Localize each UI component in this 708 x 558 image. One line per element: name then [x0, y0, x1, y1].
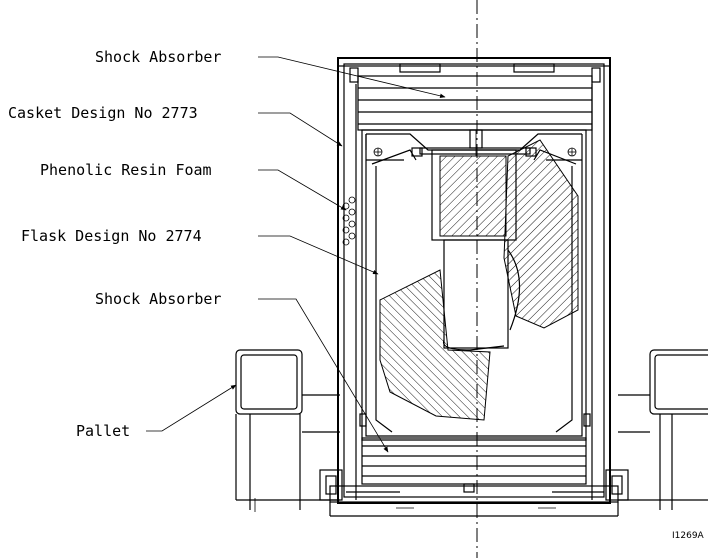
leader-lines: [146, 56, 446, 453]
label-shock-absorber-bottom: Shock Absorber: [95, 290, 221, 308]
pallet-right: [618, 349, 708, 510]
phenolic-foam: [342, 196, 356, 246]
casket-body: [337, 57, 611, 504]
label-shock-absorber-top: Shock Absorber: [95, 48, 221, 66]
label-phenolic-resin-foam: Phenolic Resin Foam: [40, 161, 212, 179]
label-flask-design: Flask Design No 2774: [21, 227, 202, 245]
label-casket-design: Casket Design No 2773: [8, 104, 198, 122]
inner-container: [379, 129, 579, 421]
label-pallet: Pallet: [76, 422, 130, 440]
drawing-number: I1269A: [672, 531, 705, 541]
shock-absorber-bottom: [361, 437, 587, 485]
casket-base: [319, 469, 629, 517]
shock-absorber-top: [357, 75, 593, 131]
pallet-left: [235, 349, 340, 512]
